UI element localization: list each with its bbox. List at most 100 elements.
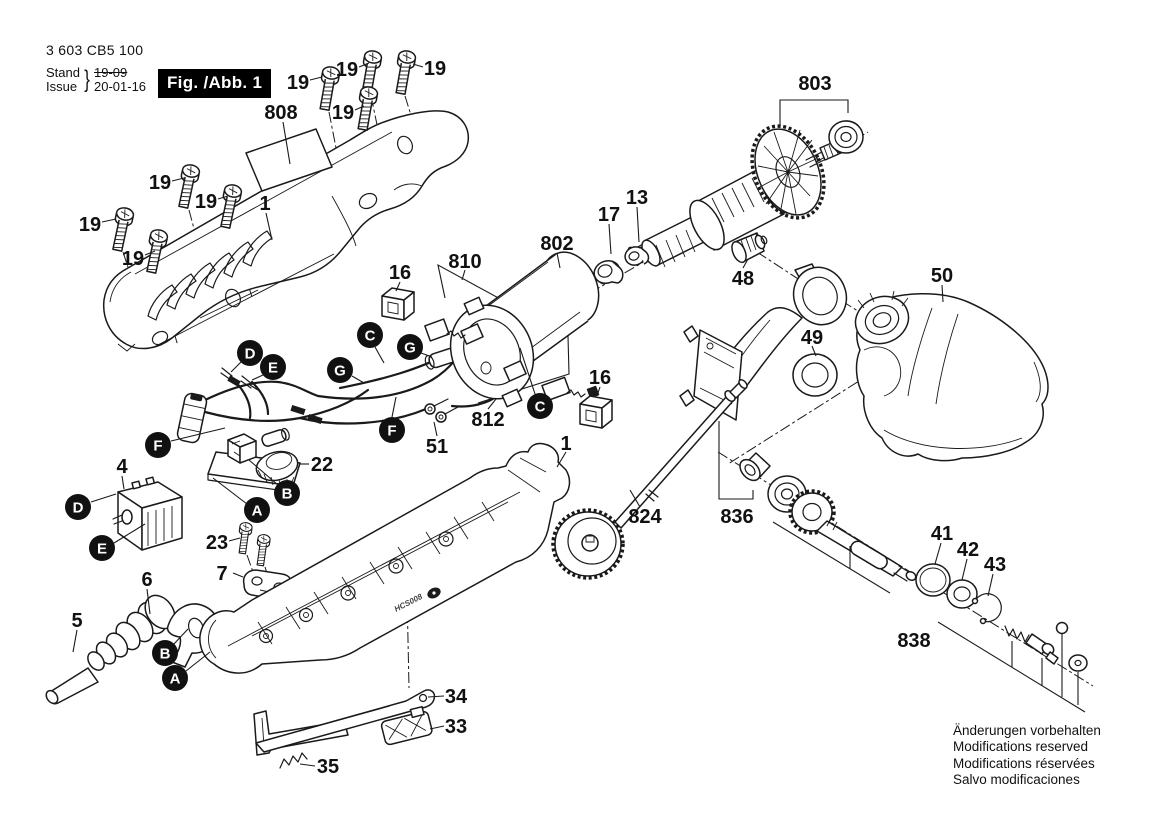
drive-shaft-drawing [551,379,748,580]
notice-de: Änderungen vorbehalten [953,723,1101,738]
part-label-41: 41 [931,523,953,545]
assembly-badge-F: F [145,432,171,458]
part-number: 3 603 CB5 100 [46,42,144,58]
part-label-812: 812 [471,409,504,431]
svg-text:A: A [252,503,263,520]
assembly-badge-C: C [357,322,383,348]
svg-text:G: G [404,340,416,357]
part-label-836: 836 [720,506,753,528]
stand-issue-block: Stand Issue } 19-09 20-01-16 [46,66,146,94]
assembly-badge-D: D [65,494,91,520]
part-label-19: 19 [149,172,171,194]
leader-lines [72,62,994,767]
assembly-badge-F: F [379,417,405,443]
part-label-33: 33 [445,716,467,738]
svg-text:F: F [153,438,162,455]
part-label-1: 1 [560,433,571,455]
assembly-badge-D: D [237,340,263,366]
part-label-34: 34 [445,686,468,708]
part-label-22: 22 [311,454,333,476]
part-label-1: 1 [259,193,270,215]
svg-text:C: C [365,328,376,345]
modifications-notice: Änderungen vorbehalten Modifications res… [953,723,1101,788]
svg-text:D: D [73,500,84,517]
part-label-7: 7 [216,563,227,585]
part-label-808: 808 [264,102,297,124]
spindle-838-drawing [772,489,1086,713]
assembly-badge-A: A [162,665,188,691]
part-label-13: 13 [626,187,648,209]
notice-fr: Modifications réservées [953,755,1095,771]
assembly-badge-G: G [327,357,353,383]
spacer-17-drawing [593,259,624,285]
part-label-49: 49 [801,327,823,349]
cord-drawing [45,594,220,705]
stand-label: Stand [46,65,80,80]
svg-text:G: G [334,363,346,380]
speed-control-drawing [207,427,301,493]
part-label-19: 19 [424,58,446,80]
part-label-17: 17 [598,204,620,226]
guard-drawing [854,290,1049,462]
stand-value: 19-09 [94,65,128,80]
part-label-51: 51 [426,436,448,458]
bottom-housing-drawing: HCS008 [199,442,571,674]
part-label-19: 19 [332,102,354,124]
part-label-802: 802 [540,233,573,255]
part-label-6: 6 [141,569,152,591]
svg-text:E: E [97,541,107,558]
svg-text:B: B [160,646,171,663]
part-label-35: 35 [317,756,339,778]
part-label-810: 810 [448,251,481,273]
brush-cap-left-drawing [381,287,415,321]
svg-text:C: C [535,399,546,416]
motor-field-drawing [424,251,610,408]
ring-13-drawing [624,246,650,266]
assembly-badge-B: B [274,480,300,506]
notice-en: Modifications reserved [953,739,1089,755]
part-label-50: 50 [931,265,953,287]
lock-parts-drawing [253,689,436,769]
part-label-824: 824 [628,506,662,528]
vent-slots [147,230,273,321]
part-label-48: 48 [732,268,754,290]
part-label-5: 5 [71,610,82,632]
assembly-badge-E: E [89,535,115,561]
svg-text:E: E [268,360,278,377]
part-label-43: 43 [984,554,1006,576]
part-label-838: 838 [897,630,930,652]
assembly-badge-C: C [527,393,553,419]
svg-text:F: F [387,423,396,440]
part-label-19: 19 [287,72,309,94]
part-label-42: 42 [957,539,979,561]
svg-text:A: A [170,671,181,688]
armature-drawing [627,99,864,268]
part-label-4: 4 [116,456,128,478]
assembly-badge-B: B [152,640,178,666]
part-label-19: 19 [195,191,217,213]
assembly-badge-G: G [397,334,423,360]
notice-es: Salvo modificaciones [953,771,1080,787]
small-parts-drawing [915,563,1088,705]
oring-49-drawing [792,353,838,397]
top-housing-drawing [102,110,470,352]
part-label-16: 16 [589,367,611,389]
part-label-803: 803 [798,73,831,95]
switch-drawing [112,476,183,551]
brace-glyph: } [84,66,90,93]
part-label-16: 16 [389,262,411,284]
svg-text:B: B [282,486,293,503]
pinion-48-drawing [731,232,768,264]
title-block: 3 603 CB5 100 Stand Issue } 19-09 20-01-… [46,42,146,94]
assembly-badge-A: A [244,497,270,523]
part-label-19: 19 [336,59,358,81]
svg-text:D: D [245,346,256,363]
part-label-19: 19 [79,214,101,236]
assembly-badge-E: E [260,354,286,380]
issue-value: 20-01-16 [94,79,147,94]
part-label-23: 23 [206,532,228,554]
figure-label: Fig. /Abb. 1 [158,69,272,98]
